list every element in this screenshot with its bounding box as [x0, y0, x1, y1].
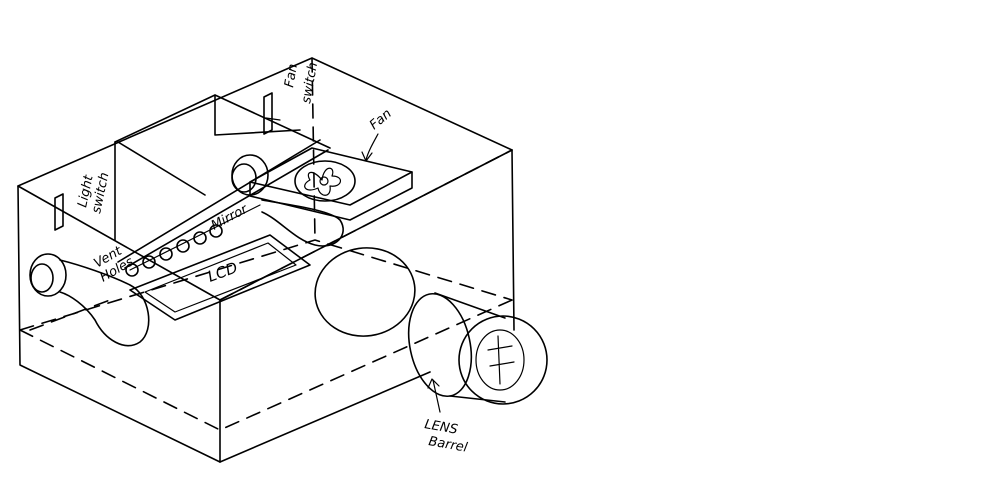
box-bottom-right-edge [219, 371, 431, 463]
fan-assembly [249, 133, 413, 221]
lcd-frame-outer [129, 234, 311, 321]
hidden-inner-floor-front [19, 299, 513, 431]
partition-back [214, 94, 301, 136]
fan-shelf-front [249, 171, 413, 221]
mirror-edge-lower [129, 204, 261, 271]
lens-pointer-line [432, 379, 441, 413]
lens-crosshatch [487, 335, 515, 385]
vent-hole [209, 224, 223, 238]
lens-pointer-arrowhead [427, 378, 440, 389]
vent-holes [125, 224, 223, 277]
fan-shelf-top [249, 147, 413, 206]
lcd-panel [129, 234, 311, 321]
light-switch-body [54, 193, 64, 231]
fan-switch-label-line2: switch [299, 61, 321, 104]
vent-hole [142, 255, 156, 269]
lcd-frame-inner [144, 242, 297, 313]
lens-barrel-top [434, 292, 506, 319]
vent-hole [125, 263, 139, 277]
left-bulb-socket-inner [30, 263, 54, 293]
box-right-edge [511, 149, 515, 331]
lens-label-line1: LENS [423, 417, 459, 438]
fan-label: Fan [367, 106, 395, 133]
fan-switch-label-line1: Fan [282, 63, 301, 89]
upper-bulb-socket-inner [231, 163, 257, 193]
mirror-edge-bottom [124, 149, 329, 269]
upper-bulb-glass [261, 199, 344, 247]
left-bulb-socket [29, 253, 67, 297]
fan-pointer-line [365, 133, 379, 161]
box-front-face [17, 185, 221, 463]
left-bulb-glass [59, 259, 150, 347]
lens-glass [475, 329, 525, 391]
fan-housing [294, 160, 356, 202]
lens-barrel-front [458, 315, 548, 405]
mirror [117, 139, 329, 271]
lcd-label: LCD [205, 258, 240, 285]
lens-barrel [407, 292, 548, 413]
hidden-inner-floor-back [19, 239, 513, 331]
fan-pointer-arrowhead [361, 151, 373, 162]
vent-hole [176, 239, 190, 253]
hidden-left-floor [29, 299, 111, 331]
fan-blades-icon [304, 167, 341, 196]
fan-switch-body [263, 92, 273, 135]
mirror-edge-top [117, 139, 321, 263]
lens-barrel-bottom [449, 395, 506, 403]
partition-top-edge [114, 94, 331, 149]
condenser-lens [314, 247, 416, 337]
light-switch [54, 193, 64, 231]
partition-diagonal [117, 141, 206, 196]
fan-switch-lever [265, 117, 281, 121]
fan-hub [319, 176, 329, 186]
lens-label-line2: Barrel [427, 434, 469, 456]
fan-switch [263, 92, 281, 135]
vent-hole [159, 247, 173, 261]
left-bulb [29, 253, 150, 347]
vent-hole [193, 231, 207, 245]
light-switch-label-line1: Light [75, 173, 97, 209]
interior-partition [114, 94, 331, 241]
